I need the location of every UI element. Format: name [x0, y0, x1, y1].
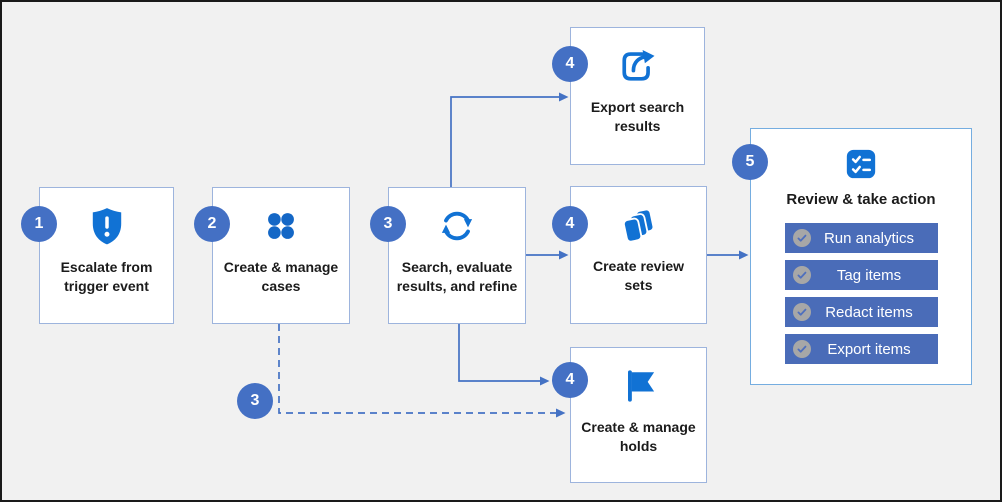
connector-cases-to-holds-dashed [278, 324, 566, 418]
check-circle-icon [792, 340, 811, 358]
checklist-icon [841, 144, 881, 184]
action-label: Export items [827, 340, 911, 358]
step-badge-1: 1 [21, 206, 57, 242]
connector-search-to-export [450, 92, 569, 187]
flow-box-label: Escalate from trigger event [60, 259, 153, 294]
check-circle-icon [792, 303, 811, 321]
card-stack-icon [617, 203, 661, 247]
flow-box-label: Search, evaluate results, and refine [396, 259, 518, 294]
action-tag-items: Tag items [784, 260, 938, 290]
flow-box-label: Create & manage cases [223, 259, 339, 294]
flag-icon [617, 364, 661, 408]
step-badge-4-export: 4 [552, 46, 588, 82]
step-badge-4-review-sets: 4 [552, 206, 588, 242]
flow-box-label: Export search results [590, 99, 685, 134]
flow-box-label: Create review sets [592, 258, 685, 293]
panel-title: Review & take action [786, 191, 936, 208]
flow-box-export: Export search results [570, 27, 705, 165]
action-export-items: Export items [784, 334, 938, 364]
check-circle-icon [792, 266, 811, 284]
flow-box-holds: Create & manage holds [570, 347, 707, 483]
flow-panel-review-action: Review & take action Run analytics Tag i… [750, 128, 972, 385]
flow-box-escalate: Escalate from trigger event [39, 187, 174, 324]
step-badge-3-dashed-connector: 3 [237, 383, 273, 419]
flow-box-cases: Create & manage cases [212, 187, 350, 324]
flow-box-search: Search, evaluate results, and refine [388, 187, 526, 324]
step-badge-5: 5 [732, 144, 768, 180]
step-badge-3: 3 [370, 206, 406, 242]
check-circle-icon [792, 229, 811, 247]
action-run-analytics: Run analytics [784, 223, 938, 253]
flow-box-review-sets: Create review sets [570, 186, 707, 324]
flow-box-label: Create & manage holds [581, 419, 696, 454]
share-export-icon [616, 44, 660, 88]
step-badge-4-holds: 4 [552, 362, 588, 398]
action-list: Run analytics Tag items Redact items Exp… [784, 223, 938, 364]
connector-search-to-holds [458, 324, 550, 386]
action-label: Tag items [836, 266, 902, 284]
shield-alert-icon [85, 204, 129, 248]
sync-arrows-icon [435, 204, 479, 248]
action-redact-items: Redact items [784, 297, 938, 327]
action-label: Redact items [825, 303, 913, 321]
action-label: Run analytics [823, 229, 915, 247]
step-badge-2: 2 [194, 206, 230, 242]
grid-dots-icon [259, 204, 303, 248]
